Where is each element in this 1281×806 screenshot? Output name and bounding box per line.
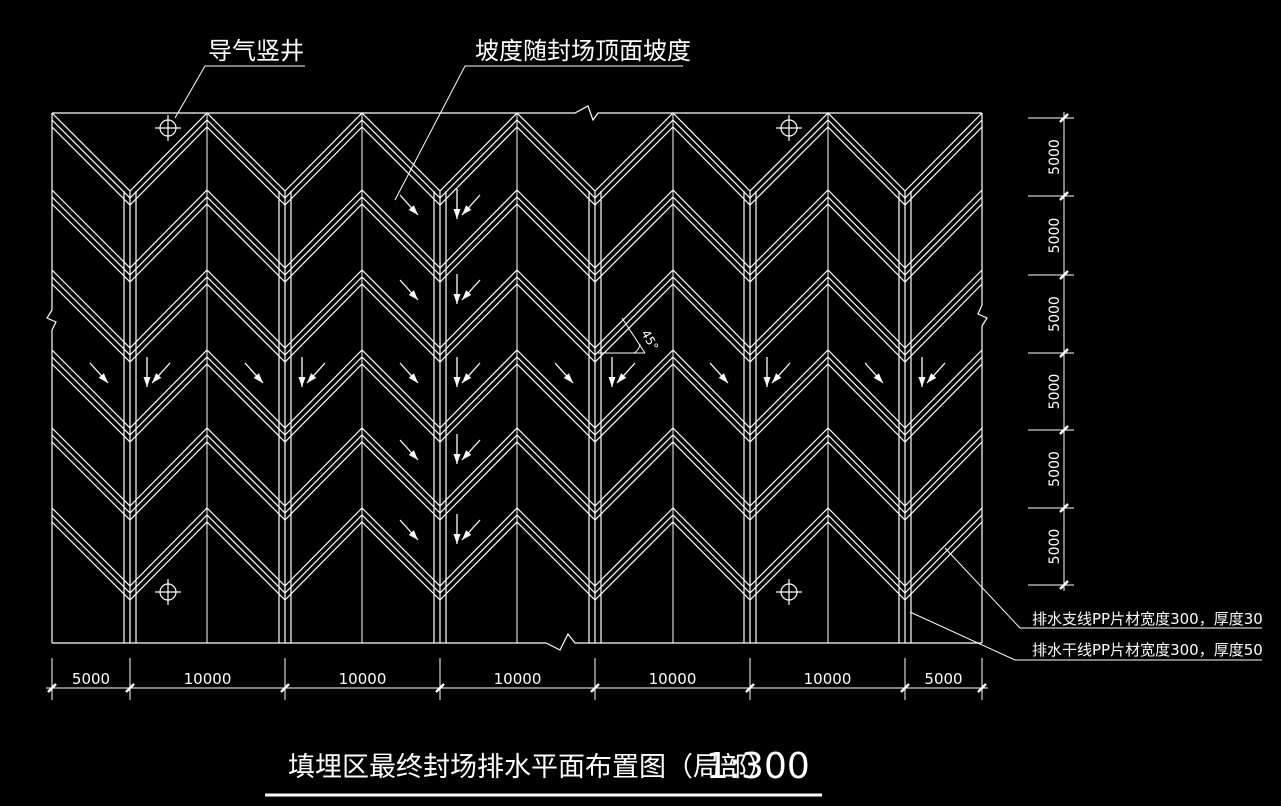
branch-drain-chevron	[51, 363, 983, 443]
branch-drain-chevron	[51, 356, 983, 436]
bottom-dimension-value: 10000	[494, 670, 542, 688]
flow-arrow-head	[453, 377, 461, 387]
branch-drain-chevron	[51, 112, 983, 192]
bottom-dimension-value: 10000	[184, 670, 232, 688]
flow-arrow-head	[453, 534, 461, 544]
flow-arrow-head	[927, 373, 937, 383]
flow-arrow-head	[462, 373, 472, 383]
dimension-tick	[280, 683, 290, 693]
dimension-tick	[1059, 348, 1069, 358]
branch-drain-chevron	[51, 119, 983, 199]
flow-arrow-head	[462, 450, 472, 460]
flow-arrow-head	[772, 373, 782, 383]
flow-arrow-head	[453, 209, 461, 219]
legend-leaders	[909, 547, 1262, 661]
right-dimension-value: 5000	[1047, 529, 1063, 565]
dimension-tick	[1059, 270, 1069, 280]
branch-line-label: 排水支线PP片材宽度300，厚度30	[1032, 610, 1263, 628]
angle-annotation	[598, 317, 646, 354]
right-dimension-chain: 5000 5000 5000 5000 5000 5000	[1028, 112, 1074, 591]
flow-arrow-head	[563, 373, 573, 383]
dimension-tick	[977, 683, 987, 693]
flow-arrow-head	[143, 377, 151, 387]
flow-arrow-head	[307, 373, 317, 383]
flow-arrow-head	[718, 373, 728, 383]
dimension-tick	[1059, 503, 1069, 513]
angle-label: 45°	[638, 328, 661, 353]
site-boundary	[46, 105, 988, 651]
dimension-tick	[1059, 191, 1069, 201]
slope-note-label: 坡度随封场顶面坡度	[475, 37, 691, 65]
right-dimension-value: 5000	[1047, 218, 1063, 254]
gas-well-icon	[155, 579, 181, 605]
branch-drain-chevron	[51, 196, 983, 276]
flow-arrow-head	[408, 373, 418, 383]
branch-drain-chevron	[51, 189, 983, 269]
gas-well-icon	[776, 115, 802, 141]
flow-arrow-head	[763, 377, 771, 387]
dimension-tick	[435, 683, 445, 693]
flow-arrow-head	[462, 205, 472, 215]
dimension-tick	[590, 683, 600, 693]
drawing-scale: 1:300	[706, 746, 810, 787]
flow-arrow-head	[462, 530, 472, 540]
branch-drain-chevron	[51, 514, 983, 594]
dimension-tick	[1059, 425, 1069, 435]
branch-drain-chevron	[51, 269, 983, 349]
flow-arrow-head	[408, 290, 418, 300]
dimension-tick	[1059, 580, 1069, 590]
flow-arrows	[89, 189, 946, 544]
dimension-tick	[47, 683, 57, 693]
flow-arrow-head	[462, 290, 472, 300]
drawing-title: 填埋区最终封场排水平面布置图（局部）	[288, 752, 774, 783]
flow-arrow-head	[298, 377, 306, 387]
branch-drain-chevron	[51, 283, 983, 363]
right-dimension-value: 5000	[1047, 451, 1063, 487]
branch-drain-lines	[51, 112, 983, 601]
flow-arrow-head	[873, 373, 883, 383]
bottom-dimension-chain: 5000 10000 10000 10000 10000 10000 5000	[46, 658, 988, 700]
flow-arrow-head	[918, 377, 926, 387]
flow-arrow-head	[98, 373, 108, 383]
flow-arrow-head	[408, 530, 418, 540]
bottom-dimension-value: 5000	[924, 670, 962, 688]
branch-drain-chevron	[51, 521, 983, 601]
gas-well-symbols	[155, 115, 802, 605]
flow-arrow-head	[453, 454, 461, 464]
dimension-tick	[1059, 113, 1069, 123]
branch-drain-chevron	[51, 427, 983, 507]
flow-arrow-head	[608, 377, 616, 387]
gas-well-label: 导气竖井	[208, 37, 304, 65]
right-dimension-value: 5000	[1047, 139, 1063, 175]
label-leaders	[174, 65, 683, 201]
main-drain-lines	[123, 191, 912, 643]
flow-arrow-head	[408, 205, 418, 215]
branch-drain-chevron	[51, 276, 983, 356]
flow-arrow-head	[152, 373, 162, 383]
bottom-dimension-value: 10000	[649, 670, 697, 688]
flow-arrow-head	[617, 373, 627, 383]
branch-drain-chevron	[51, 441, 983, 521]
dimension-tick	[125, 683, 135, 693]
right-dimension-value: 5000	[1047, 296, 1063, 332]
branch-drain-chevron	[51, 349, 983, 429]
branch-drain-chevron	[51, 126, 983, 206]
branch-drain-chevron	[51, 434, 983, 514]
dimension-tick	[745, 683, 755, 693]
flow-arrow-head	[408, 450, 418, 460]
gas-well-icon	[155, 115, 181, 141]
grid-lines	[206, 113, 829, 643]
bottom-dimension-value: 5000	[72, 670, 110, 688]
right-dimension-value: 5000	[1047, 374, 1063, 410]
main-line-label: 排水干线PP片材宽度300，厚度50	[1032, 641, 1263, 659]
bottom-dimension-value: 10000	[804, 670, 852, 688]
flow-arrow-head	[453, 294, 461, 304]
branch-drain-chevron	[51, 203, 983, 283]
flow-arrow-head	[253, 373, 263, 383]
branch-drain-chevron	[51, 507, 983, 587]
gas-well-icon	[776, 579, 802, 605]
bottom-dimension-value: 10000	[339, 670, 387, 688]
dimension-tick	[900, 683, 910, 693]
